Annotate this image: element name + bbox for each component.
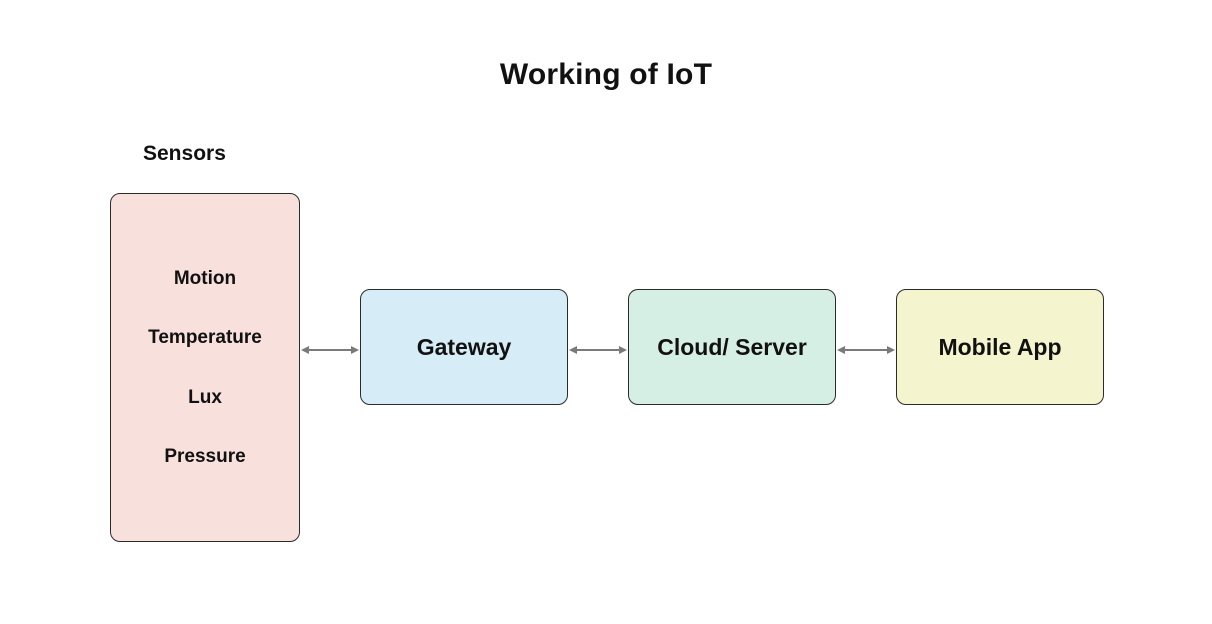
sensor-item-lux: Lux [188, 386, 222, 408]
gateway-node[interactable]: Gateway [360, 289, 568, 405]
connector-cloud-mobile [836, 338, 896, 362]
cloud-server-node[interactable]: Cloud/ Server [628, 289, 836, 405]
sensor-item-pressure: Pressure [164, 446, 246, 468]
mobile-app-node[interactable]: Mobile App [896, 289, 1104, 405]
gateway-node-label: Gateway [416, 333, 512, 360]
cloud-server-node-label: Cloud/ Server [657, 333, 807, 360]
page-title: Working of IoT [499, 58, 713, 91]
mobile-app-node-label: Mobile App [938, 333, 1062, 360]
connector-gateway-cloud [568, 338, 628, 362]
sensor-item-motion: Motion [173, 267, 237, 289]
sensors-node[interactable]: Motion Temperature Lux Pressure [110, 193, 300, 542]
connector-sensors-gateway [300, 338, 360, 362]
sensors-group-label: Sensors [143, 142, 226, 165]
sensor-item-temperature: Temperature [148, 327, 262, 349]
